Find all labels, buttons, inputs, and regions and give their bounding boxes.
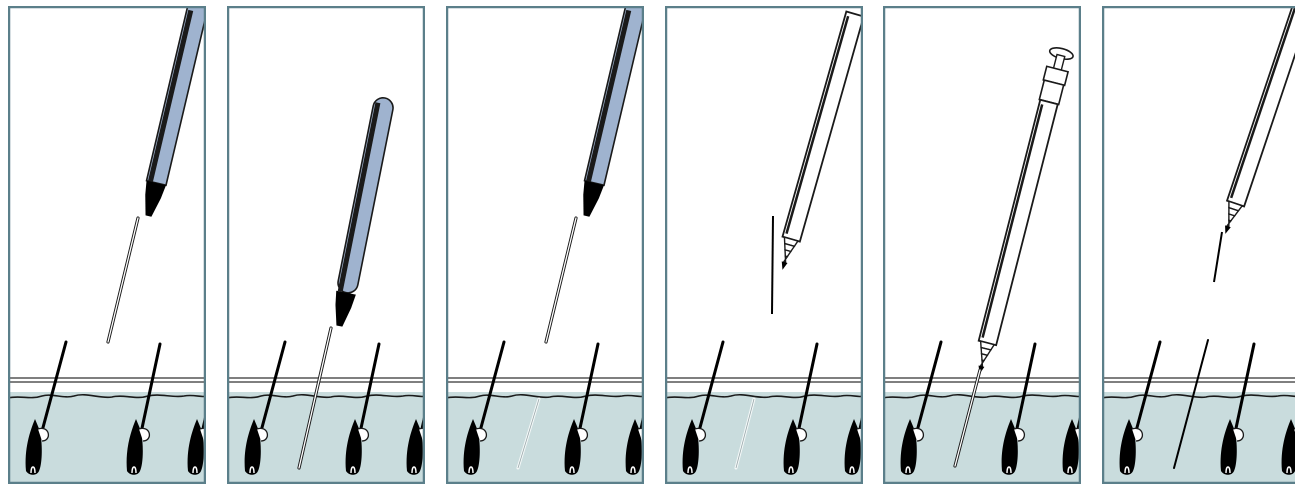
panel-2 <box>227 6 425 484</box>
panel-6 <box>1102 6 1295 484</box>
panel-content <box>446 6 644 484</box>
panel-content <box>227 6 425 484</box>
panel-2-svg <box>227 6 425 484</box>
panel-1-svg <box>8 6 206 484</box>
skin-surface-line <box>446 378 644 382</box>
skin-surface-line <box>665 378 863 382</box>
skin-surface-line <box>883 378 1081 382</box>
panel-3 <box>446 6 644 484</box>
panel-4 <box>665 6 863 484</box>
panel-content <box>883 6 1081 484</box>
panel-content <box>8 6 206 484</box>
panel-5 <box>883 6 1081 484</box>
panel-content <box>665 6 863 484</box>
panel-4-svg <box>665 6 863 484</box>
skin-surface-line <box>8 378 206 382</box>
skin-surface-line <box>227 378 425 382</box>
panel-3-svg <box>446 6 644 484</box>
panel-6-svg <box>1102 6 1295 484</box>
panel-1 <box>8 6 206 484</box>
loaded-hair <box>772 216 773 314</box>
panel-5-svg <box>883 6 1081 484</box>
panel-content <box>1102 6 1295 484</box>
